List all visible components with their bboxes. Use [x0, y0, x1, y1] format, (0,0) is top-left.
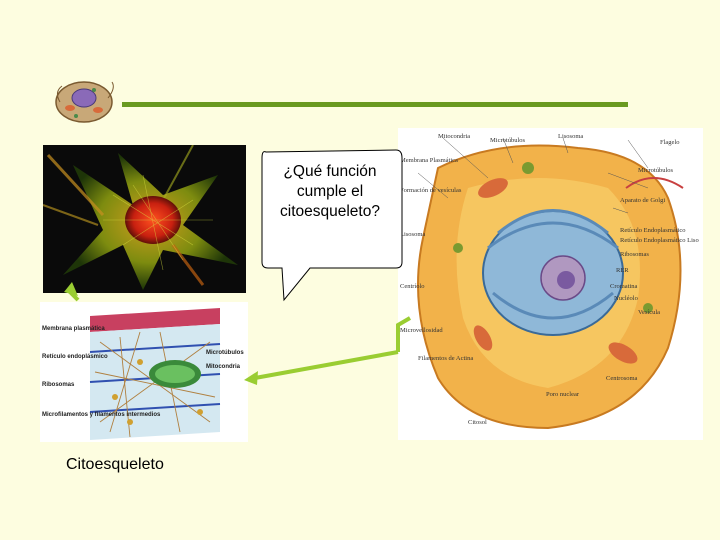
cell-logo-icon [55, 81, 114, 123]
cell-label-mitocondria: Mitocondria [438, 133, 470, 140]
cell-label-citosol: Citosol [468, 419, 487, 426]
cell-label-vesicula: Vesícula [638, 309, 660, 316]
cell-label-golgi: Aparato de Golgi [620, 197, 665, 204]
speech-bubble [261, 149, 403, 302]
question-line-3: citoesqueleto? [280, 203, 380, 220]
cell-label-centrosoma: Centrosoma [606, 375, 638, 382]
diagram-label-microfilamentos: Microfilamentos y filamentos intermedios [42, 412, 161, 418]
callout-question: ¿Qué función cumple el citoesqueleto? [268, 162, 392, 222]
question-line-2: cumple el [296, 183, 364, 200]
diagram-label-mitocondria: Mitocondria [206, 364, 241, 370]
cell-label-actina: Filamentos de Actina [418, 355, 473, 362]
cell-label-vesiculas: Formación de vesículas [400, 187, 462, 194]
cell-label-reticulo-liso: Retículo Endoplasmático Liso [620, 237, 699, 244]
green-arrows [66, 288, 412, 380]
arrow-head-up-icon [64, 282, 78, 296]
animal-cell-diagram: Mitocondria Microtúbulos Lisosoma Flagel… [398, 128, 703, 440]
cell-label-cromatina: Cromatina [610, 283, 638, 290]
cell-label-ribosomas: Ribosomas [620, 251, 649, 258]
cell-label-microtubulos: Microtúbulos [638, 167, 673, 174]
question-line-1: ¿Qué función [283, 163, 377, 180]
cell-label-flagelo: Flagelo [660, 139, 680, 146]
fluorescent-cell-image [43, 145, 246, 293]
cell-label-reticulo: Retículo Endoplasmático [620, 227, 686, 234]
cell-label-centriolo: Centríolo [400, 283, 425, 290]
title-rule [122, 102, 628, 107]
caption-citoesqueleto: Citoesqueleto [66, 456, 164, 473]
cytoskeleton-diagram: Membrana plasmática Retículo endoplásmic… [40, 302, 248, 442]
cell-label-microtubulos-top: Microtúbulos [490, 137, 525, 144]
diagram-label-ribosomas: Ribosomas [42, 382, 75, 388]
diagram-label-reticulo: Retículo endoplásmico [42, 354, 108, 360]
arrow-head-icon [244, 371, 258, 385]
cell-label-lisosoma: Lisosoma [400, 231, 425, 238]
diagram-label-microtubulos: Microtúbulos [206, 350, 244, 356]
diagram-label-membrana: Membrana plasmática [42, 326, 105, 332]
cell-label-nucleolo: Nucléolo [614, 295, 638, 302]
cell-label-membrana: Membrana Plasmática [400, 157, 458, 164]
cell-label-microvellosidad: Microvellosidad [400, 327, 443, 334]
cell-label-lisosoma-top: Lisosoma [558, 133, 583, 140]
cell-label-poro-nuclear: Poro nuclear [546, 391, 580, 398]
cell-label-rer: RER [616, 267, 629, 274]
